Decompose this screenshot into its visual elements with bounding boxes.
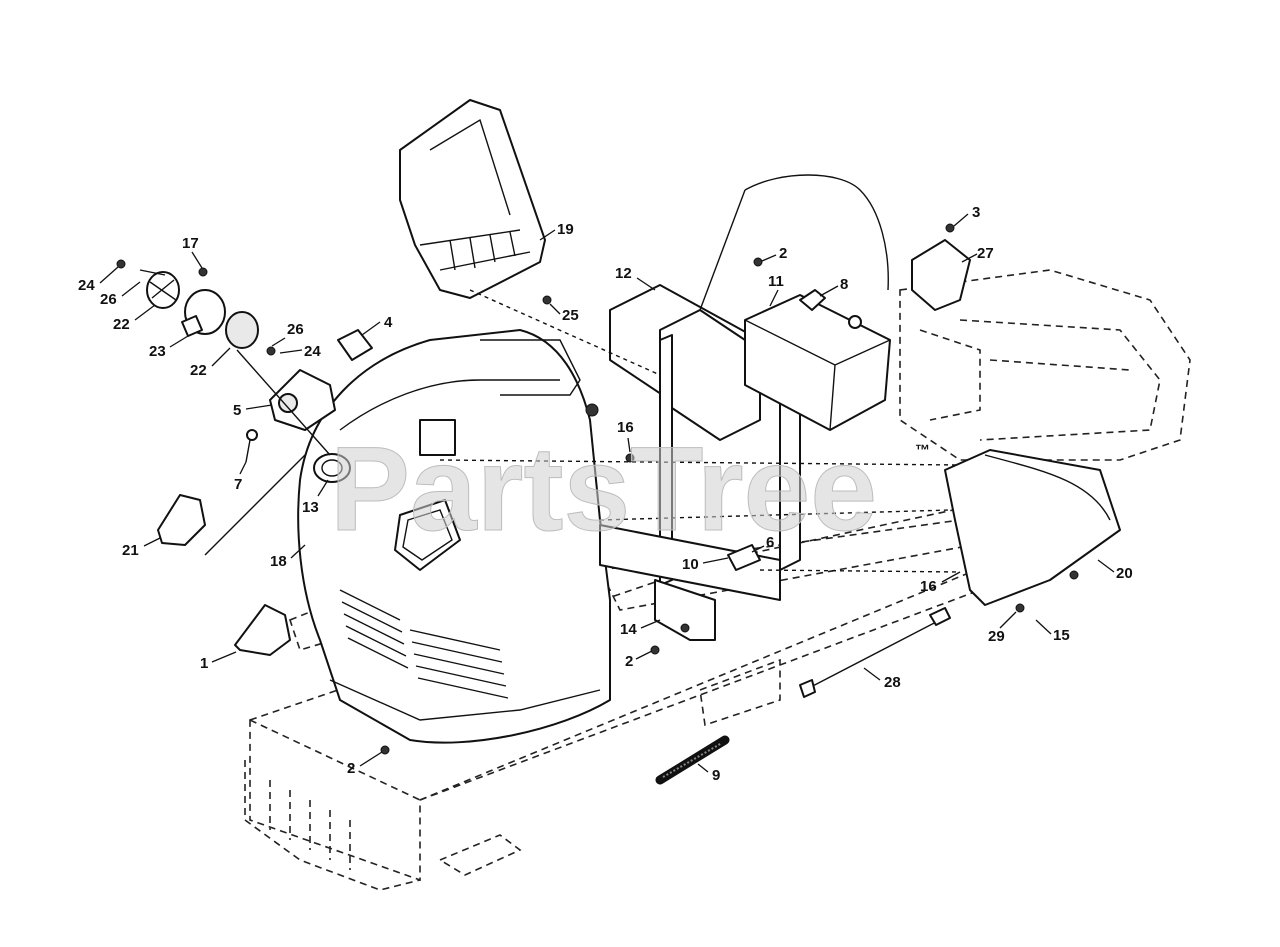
svg-text:22: 22 <box>190 362 207 379</box>
switch-part-4[interactable] <box>337 329 373 361</box>
callout-22b[interactable]: 22 <box>190 347 231 379</box>
battery-cover-part-8[interactable] <box>799 289 862 329</box>
callout-24a[interactable]: 24 <box>78 266 119 294</box>
svg-text:22: 22 <box>113 316 130 333</box>
dash-panel-part-19[interactable] <box>399 99 546 299</box>
callout-19[interactable]: 19 <box>539 221 574 241</box>
svg-text:16: 16 <box>617 419 634 436</box>
svg-text:6: 6 <box>766 534 774 551</box>
bracket-part-27[interactable] <box>911 239 971 311</box>
callout-5[interactable]: 5 <box>233 402 273 419</box>
callout-3[interactable]: 3 <box>953 204 980 227</box>
key-part-7[interactable] <box>245 429 258 463</box>
headlight-part-21[interactable] <box>157 494 206 546</box>
callout-29[interactable]: 29 <box>988 611 1017 645</box>
watermark: PartsTree ™ <box>330 422 931 557</box>
svg-text:2: 2 <box>779 245 787 262</box>
callout-4[interactable]: 4 <box>361 314 393 336</box>
callout-27[interactable]: 27 <box>961 245 994 263</box>
callout-2c[interactable]: 2 <box>347 751 383 777</box>
svg-text:13: 13 <box>302 499 319 516</box>
callout-24b[interactable]: 24 <box>279 343 321 360</box>
svg-text:28: 28 <box>884 674 901 691</box>
mount-plate-part-14[interactable] <box>599 524 781 641</box>
callout-18[interactable]: 18 <box>270 544 306 570</box>
callout-10[interactable]: 10 <box>682 556 729 573</box>
callout-13[interactable]: 13 <box>302 479 329 516</box>
callout-2a[interactable]: 2 <box>761 245 787 262</box>
callout-11[interactable]: 11 <box>768 273 784 307</box>
callout-22a[interactable]: 22 <box>113 304 156 333</box>
callouts: 24 26 22 23 17 26 24 22 5 7 4 13 21 18 1… <box>78 204 1133 784</box>
knob-part-13[interactable] <box>313 453 351 483</box>
spring-part-9[interactable] <box>655 735 730 785</box>
svg-text:16: 16 <box>920 578 937 595</box>
callout-21[interactable]: 21 <box>122 537 161 559</box>
callout-28[interactable]: 28 <box>863 667 901 691</box>
svg-text:5: 5 <box>233 402 241 419</box>
callout-14[interactable]: 14 <box>620 619 661 638</box>
svg-text:27: 27 <box>977 245 994 262</box>
wire-lead-part-28[interactable] <box>799 607 951 698</box>
relay-part-6[interactable] <box>727 544 761 571</box>
steering-support-part-12[interactable] <box>609 284 801 586</box>
svg-text:17: 17 <box>182 235 199 252</box>
svg-text:24: 24 <box>304 343 321 360</box>
leader-lines <box>204 289 961 573</box>
watermark-text: PartsTree <box>330 422 877 556</box>
svg-text:14: 14 <box>620 621 637 638</box>
hood-part-18[interactable] <box>297 329 611 744</box>
svg-text:21: 21 <box>122 542 139 559</box>
svg-text:25: 25 <box>562 307 579 324</box>
svg-text:29: 29 <box>988 628 1005 645</box>
callout-8[interactable]: 8 <box>819 276 848 297</box>
svg-text:24: 24 <box>78 277 95 294</box>
svg-text:19: 19 <box>557 221 574 238</box>
svg-text:26: 26 <box>287 321 304 338</box>
callout-15[interactable]: 15 <box>1035 619 1070 644</box>
headlight-part-1[interactable] <box>234 604 291 656</box>
callout-25[interactable]: 25 <box>549 303 579 324</box>
svg-text:2: 2 <box>347 760 355 777</box>
callout-26b[interactable]: 26 <box>271 321 304 347</box>
callout-7[interactable]: 7 <box>234 461 247 493</box>
callout-12[interactable]: 12 <box>615 265 656 291</box>
svg-text:26: 26 <box>100 291 117 308</box>
svg-text:3: 3 <box>972 204 980 221</box>
callout-2b[interactable]: 2 <box>625 650 653 670</box>
svg-text:4: 4 <box>384 314 393 331</box>
svg-text:2: 2 <box>625 653 633 670</box>
callout-23[interactable]: 23 <box>149 335 189 360</box>
svg-text:10: 10 <box>682 556 699 573</box>
svg-text:1: 1 <box>200 655 208 672</box>
callout-26a[interactable]: 26 <box>100 281 141 308</box>
svg-text:15: 15 <box>1053 627 1070 644</box>
ignition-part-5[interactable] <box>269 369 336 431</box>
callout-17[interactable]: 17 <box>182 235 203 269</box>
svg-text:9: 9 <box>712 767 720 784</box>
hardware <box>116 223 1079 755</box>
callout-6[interactable]: 6 <box>751 534 774 553</box>
svg-text:7: 7 <box>234 476 242 493</box>
watermark-trademark: ™ <box>915 442 930 459</box>
svg-text:12: 12 <box>615 265 632 282</box>
callout-1[interactable]: 1 <box>200 651 237 672</box>
svg-text:23: 23 <box>149 343 166 360</box>
callout-16b[interactable]: 16 <box>920 571 961 595</box>
callout-9[interactable]: 9 <box>697 763 720 784</box>
svg-text:18: 18 <box>270 553 287 570</box>
hood-grille <box>339 589 509 699</box>
svg-text:8: 8 <box>840 276 848 293</box>
svg-text:20: 20 <box>1116 565 1133 582</box>
side-panel-part-20[interactable] <box>944 449 1121 606</box>
gauge-assembly[interactable] <box>139 269 259 349</box>
callout-16a[interactable]: 16 <box>617 419 634 453</box>
callout-20[interactable]: 20 <box>1097 559 1133 582</box>
svg-text:11: 11 <box>768 273 784 290</box>
